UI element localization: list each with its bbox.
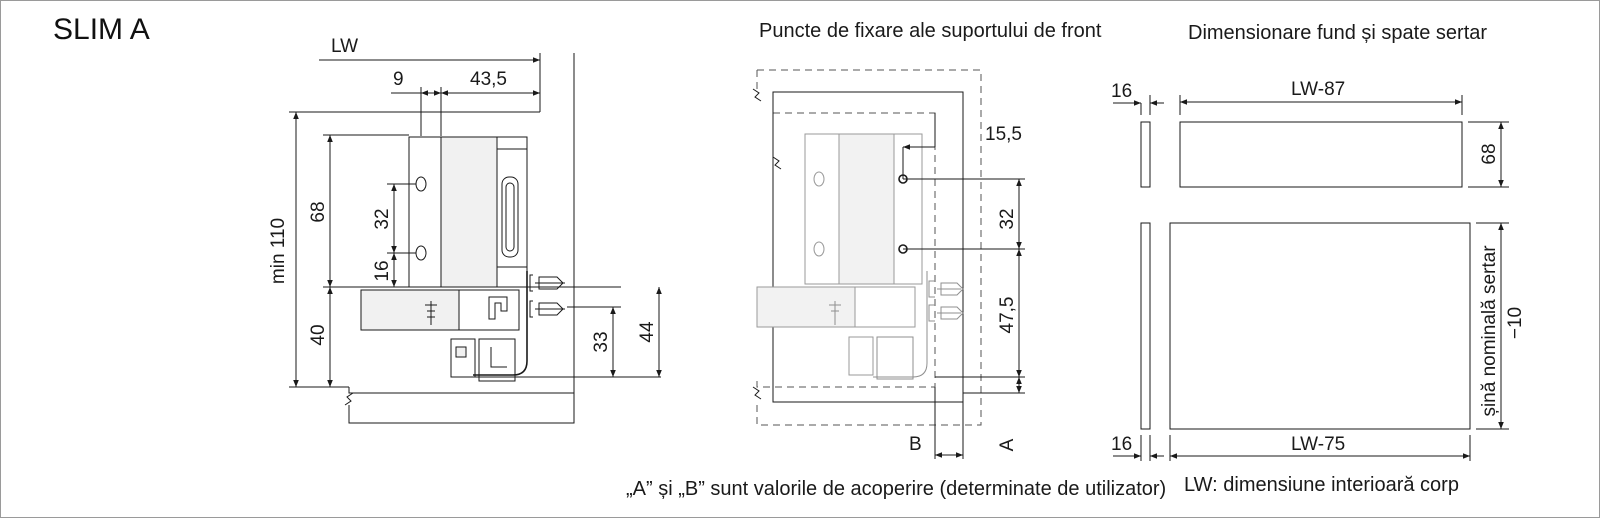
dim-16-label: 16 bbox=[372, 260, 393, 281]
dim-40-label: 40 bbox=[308, 324, 329, 345]
dim-47-5-label: 47,5 bbox=[997, 297, 1018, 334]
front-dim-32-label: 32 bbox=[997, 208, 1018, 229]
back-panel bbox=[1179, 121, 1463, 188]
dim-9-label: 9 bbox=[393, 69, 404, 90]
rail-length-label: șină nominală sertar bbox=[1479, 245, 1500, 417]
side-view-drawing: LW 9 43,5 min 110 68 40 32 16 33 44 bbox=[268, 36, 662, 424]
dim-min110-label: min 110 bbox=[268, 218, 289, 284]
dim-15-5-label: 15,5 bbox=[985, 124, 1022, 145]
dim-33-label: 33 bbox=[591, 331, 612, 352]
dim-lw87-label: LW-87 bbox=[1291, 79, 1345, 100]
panel-dim-16-bottom-label: 16 bbox=[1111, 434, 1132, 455]
lw-label: LW bbox=[331, 36, 358, 57]
page-title: SLIM A bbox=[53, 13, 150, 46]
front-view-heading: Puncte de fixare ale suportului de front bbox=[759, 20, 1102, 42]
dim-lw75-label: LW-75 bbox=[1291, 434, 1345, 455]
label-b: B bbox=[909, 434, 922, 455]
dim-44-label: 44 bbox=[637, 321, 658, 343]
dim-32-label: 32 bbox=[372, 208, 393, 229]
dim-68-label: 68 bbox=[308, 201, 329, 222]
lw-note: LW: dimensiune interioară corp bbox=[1184, 474, 1459, 496]
bottom-panel-edge bbox=[1140, 222, 1151, 430]
panel-view-heading: Dimensionare fund și spate sertar bbox=[1188, 22, 1487, 44]
rail-minus-10-label: −10 bbox=[1505, 307, 1526, 339]
panel-view-drawing: 16 LW-87 68 16 LW-75 șină nominală serta… bbox=[1111, 79, 1526, 461]
ab-note: „A” și „B” sunt valorile de acoperire (d… bbox=[626, 478, 1166, 500]
panel-dim-16-top-label: 16 bbox=[1111, 81, 1132, 102]
bottom-panel bbox=[1169, 222, 1471, 430]
dim-43-5-label: 43,5 bbox=[470, 69, 507, 90]
back-panel-edge bbox=[1140, 121, 1151, 188]
label-a: A bbox=[997, 438, 1018, 451]
panel-dim-68-label: 68 bbox=[1479, 143, 1500, 164]
front-view-drawing: 15,5 32 47,5 B A bbox=[752, 69, 1025, 459]
